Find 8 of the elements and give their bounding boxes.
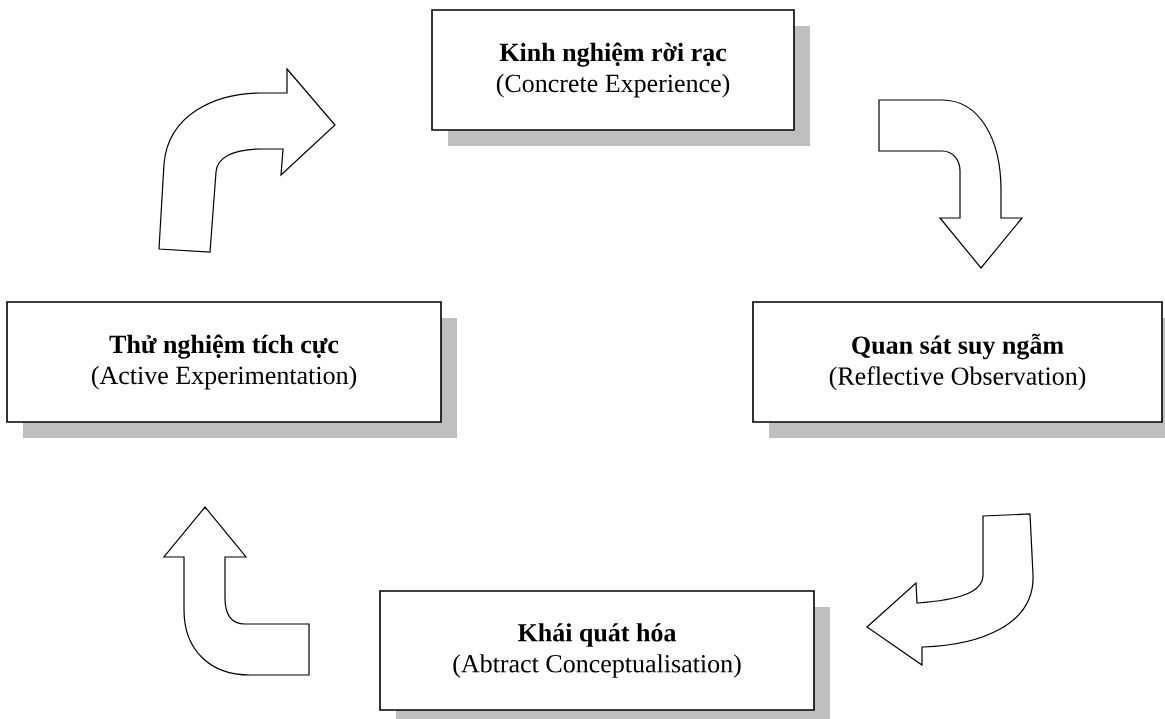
block-arrow: [878, 99, 1023, 269]
process-box: Khái quát hóa (Abtract Conceptualisation): [379, 590, 830, 719]
block-arrow: [866, 513, 1034, 666]
process-box: Kinh nghiệm rời rạc (Concrete Experience): [431, 9, 810, 146]
process-box: Thử nghiệm tích cực (Active Experimentation): [6, 301, 457, 438]
block-arrow: [158, 68, 336, 253]
block-arrow: [163, 506, 310, 676]
process-box: Quan sát suy ngẫm (Reflective Observation): [752, 301, 1165, 438]
